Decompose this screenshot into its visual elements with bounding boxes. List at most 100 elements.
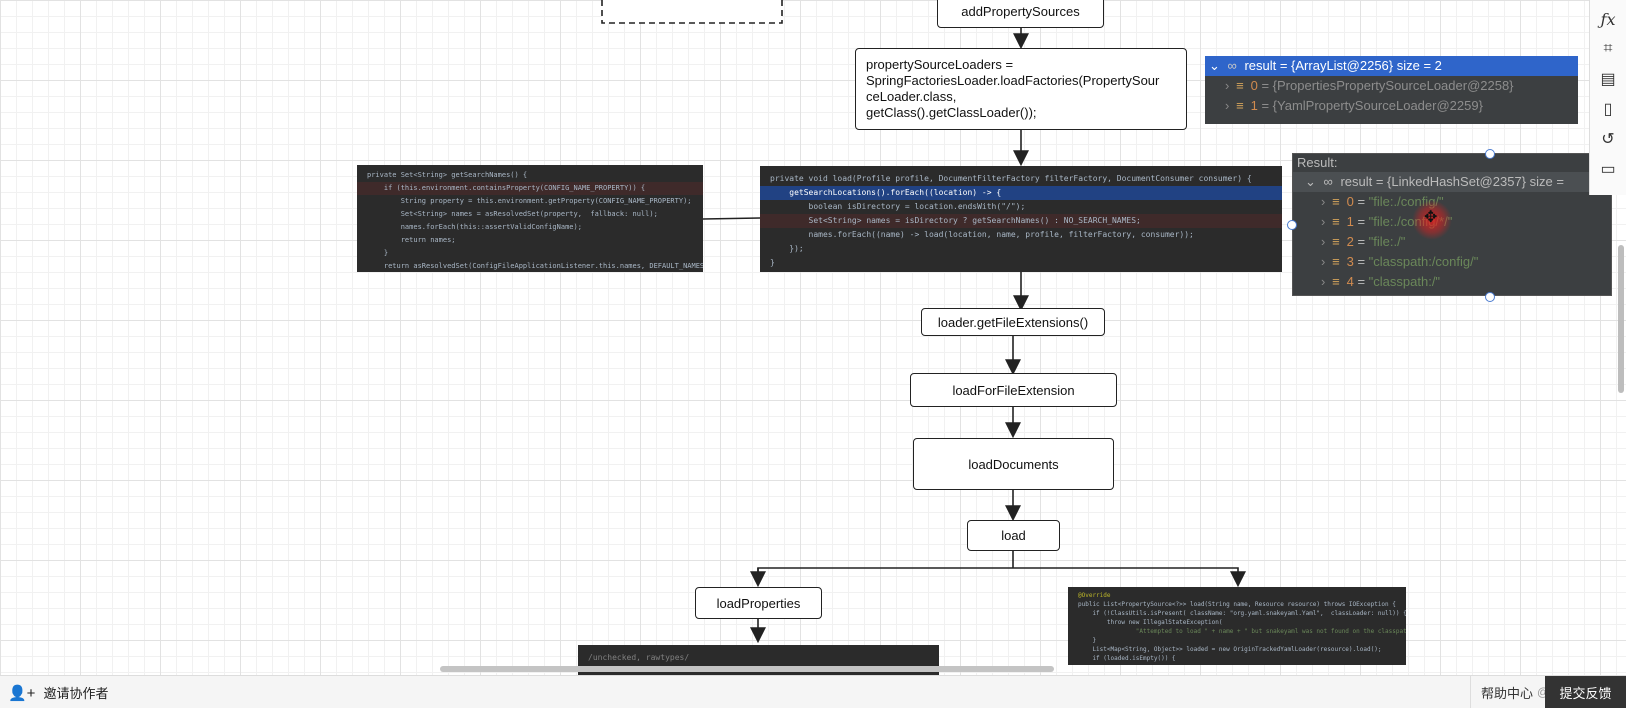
debug-index: 3: [1346, 254, 1354, 269]
debug-value: {PropertiesPropertySourceLoader@2258}: [1272, 78, 1514, 93]
code-line: Set<String> names = isDirectory ? getSea…: [760, 214, 1282, 228]
chevron-right-icon[interactable]: ›: [1321, 214, 1326, 229]
code-line: if (!ClassUtils.isPresent( className: "o…: [1078, 610, 1406, 617]
field-icon: ≡: [1236, 98, 1244, 113]
debug-panel-locations[interactable]: Result: ⌄ ∞ result = {LinkedHashSet@2357…: [1292, 153, 1612, 296]
node-label: loader.getFileExtensions(): [937, 314, 1089, 330]
field-icon: ≡: [1332, 214, 1340, 229]
code-line: names.forEach((name) -> load(location, n…: [770, 230, 1194, 239]
invite-collaborator-button[interactable]: 👤+ 邀请协作者: [8, 683, 108, 702]
debug-value: {YamlPropertySourceLoader@2259}: [1272, 98, 1483, 113]
code-line: names.forEach(this::assertValidConfigNam…: [367, 223, 582, 231]
chevron-right-icon[interactable]: ›: [1321, 194, 1326, 209]
chevron-right-icon[interactable]: ›: [1321, 274, 1326, 289]
code-line: Set<String> names = asResolvedSet(proper…: [367, 210, 658, 218]
code-image-load[interactable]: private void load(Profile profile, Docum…: [760, 166, 1282, 272]
debug-row-header[interactable]: ⌄ ∞ result = {LinkedHashSet@2357} size =: [1293, 172, 1611, 192]
node-line: propertySourceLoaders =: [866, 57, 1014, 72]
debug-index: 0: [1250, 78, 1258, 93]
debug-row[interactable]: › ≡ 0 = "file:./config/": [1293, 192, 1611, 212]
code-line: throw new IllegalStateException(: [1078, 619, 1223, 626]
debug-value: "file:./": [1368, 234, 1406, 249]
horizontal-scrollbar[interactable]: [440, 666, 1054, 672]
debug-row[interactable]: › ≡ 1 = "file:./config/*/": [1293, 212, 1611, 232]
debug-header-text: result = {ArrayList@2256} size = 2: [1244, 58, 1442, 73]
code-line: private void load(Profile profile, Docum…: [770, 174, 1252, 183]
bottom-bar: 👤+ 邀请协作者 帮助中心 @ka... 提交反馈: [0, 675, 1626, 708]
invite-label: 邀请协作者: [43, 686, 109, 701]
code-image-get-search-names[interactable]: private Set<String> getSearchNames() { i…: [357, 165, 703, 272]
field-icon: ≡: [1332, 274, 1340, 289]
code-line: boolean isDirectory = location.endsWith(…: [770, 202, 1026, 211]
resize-handle[interactable]: [1485, 292, 1495, 302]
node-add-property-sources[interactable]: addPropertySources: [937, 0, 1104, 28]
object-icon: ∞: [1227, 58, 1237, 73]
code-image-yaml-load[interactable]: @Override public List<PropertySource<?>>…: [1068, 587, 1406, 665]
comment-icon[interactable]: ▭: [1600, 161, 1616, 178]
debug-index: 1: [1346, 214, 1354, 229]
cursor-highlight: [1412, 200, 1452, 240]
resize-handle[interactable]: [1485, 149, 1495, 159]
code-line: }: [770, 258, 775, 267]
pages-icon[interactable]: ▤: [1600, 71, 1616, 88]
feedback-label: 提交反馈: [1559, 685, 1612, 701]
crop-icon[interactable]: ⌗: [1603, 40, 1613, 57]
formula-icon[interactable]: ƒx: [1600, 9, 1616, 29]
vertical-scrollbar[interactable]: [1618, 245, 1624, 393]
debug-header-text: result = {LinkedHashSet@2357} size =: [1340, 174, 1564, 189]
node-label: loadForFileExtension: [952, 382, 1075, 398]
node-load-documents[interactable]: loadDocuments: [913, 438, 1114, 490]
debug-row[interactable]: › ≡ 2 = "file:./": [1293, 232, 1611, 252]
submit-feedback-button[interactable]: 提交反馈: [1545, 676, 1626, 708]
code-line: @Override: [1078, 592, 1111, 599]
code-image-load-properties[interactable]: /unchecked, rawtypes/: [578, 645, 939, 677]
code-line: if (this.environment.containsProperty(CO…: [357, 182, 703, 195]
chevron-right-icon[interactable]: ›: [1225, 78, 1230, 93]
code-line: return asResolvedSet(ConfigFileApplicati…: [367, 262, 703, 270]
debug-value: "classpath:/config/": [1368, 254, 1479, 269]
right-toolbar: ƒx ⌗ ▤ ▯ ↺ ▭: [1589, 0, 1626, 195]
node-get-file-extensions[interactable]: loader.getFileExtensions(): [921, 308, 1105, 336]
node-property-source-loaders[interactable]: propertySourceLoaders = SpringFactoriesL…: [855, 48, 1187, 130]
code-line: }: [1078, 637, 1097, 644]
field-icon: ≡: [1332, 254, 1340, 269]
debug-index: 2: [1346, 234, 1354, 249]
page-icon[interactable]: ▯: [1603, 101, 1613, 118]
chevron-right-icon[interactable]: ›: [1321, 234, 1326, 249]
node-label: loadProperties: [716, 595, 801, 611]
field-icon: ≡: [1332, 194, 1340, 209]
node-label: loadDocuments: [968, 456, 1059, 472]
debug-panel-loaders[interactable]: ⌄ ∞ result = {ArrayList@2256} size = 2 ›…: [1205, 56, 1578, 124]
node-load[interactable]: load: [967, 520, 1060, 551]
debug-index: 4: [1346, 274, 1354, 289]
node-load-properties[interactable]: loadProperties: [695, 587, 822, 619]
field-icon: ≡: [1236, 78, 1244, 93]
resize-handle[interactable]: [1287, 220, 1297, 230]
node-line: ceLoader.class,: [866, 89, 957, 104]
debug-row-header[interactable]: ⌄ ∞ result = {ArrayList@2256} size = 2: [1205, 56, 1578, 76]
debug-value: "classpath:/": [1368, 274, 1441, 289]
add-user-icon: 👤+: [8, 684, 36, 702]
chevron-down-icon[interactable]: ⌄: [1305, 174, 1316, 189]
code-line: "Attempted to load " + name + " but snak…: [1078, 628, 1406, 635]
chevron-right-icon[interactable]: ›: [1321, 254, 1326, 269]
debug-row[interactable]: › ≡ 0 = {PropertiesPropertySourceLoader@…: [1205, 76, 1578, 96]
debug-row[interactable]: › ≡ 3 = "classpath:/config/": [1293, 252, 1611, 272]
code-line-highlighted: getSearchLocations().forEach((location) …: [760, 186, 1282, 200]
history-icon[interactable]: ↺: [1601, 131, 1615, 148]
debug-row[interactable]: › ≡ 4 = "classpath:/": [1293, 272, 1611, 292]
node-label: addPropertySources: [961, 3, 1080, 19]
code-line: if (loaded.isEmpty()) {: [1078, 655, 1176, 662]
node-line: getClass().getClassLoader());: [866, 105, 1037, 120]
node-label: load: [1001, 528, 1026, 543]
object-icon: ∞: [1323, 174, 1333, 189]
chevron-right-icon[interactable]: ›: [1225, 98, 1230, 113]
code-line: return names;: [367, 236, 456, 244]
node-load-for-file-extension[interactable]: loadForFileExtension: [910, 373, 1117, 407]
chevron-down-icon[interactable]: ⌄: [1209, 58, 1220, 73]
code-line: public List<PropertySource<?>> load(Stri…: [1078, 601, 1396, 608]
debug-index: 0: [1346, 194, 1354, 209]
code-line: }: [367, 249, 389, 257]
debug-row[interactable]: › ≡ 1 = {YamlPropertySourceLoader@2259}: [1205, 96, 1578, 116]
code-line: private Set<String> getSearchNames() {: [367, 171, 528, 179]
